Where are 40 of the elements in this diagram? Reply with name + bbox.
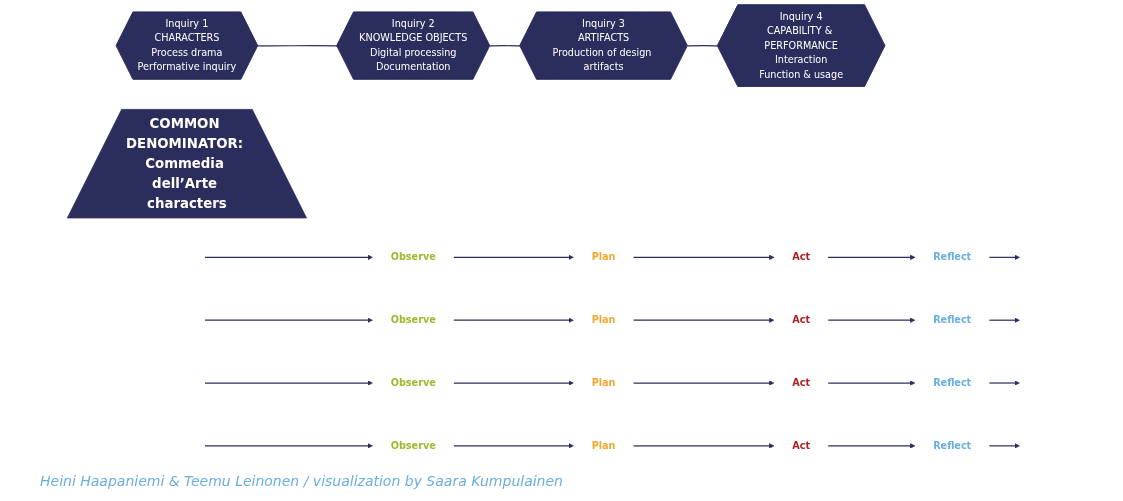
arrow [204,254,373,260]
arrow [827,380,916,386]
node-text: Plan [591,376,616,389]
node-text: Plan [591,251,616,263]
node-text: Plan [591,439,616,452]
node-text: Reflect [933,376,972,389]
arrow [632,380,775,386]
node-text: Observe [390,376,436,389]
node-text: Observe [390,251,436,263]
node-text: Reflect [933,439,972,452]
arrow [827,443,916,449]
arrow [204,380,373,386]
arrow [827,317,916,323]
node-text: Observe [390,314,436,326]
node-text: Plan [591,314,616,326]
arrow [453,443,574,449]
arrow [827,254,916,260]
connector [257,45,338,47]
arrow [632,443,775,449]
node-text: Reflect [933,251,972,263]
connector [489,45,521,47]
connector [686,45,719,47]
node-text: Act [792,251,811,263]
node-text: Observe [390,439,436,452]
arrow [453,317,574,323]
node-text: Act [792,314,811,326]
arrow [988,380,1020,386]
arrow [453,254,574,260]
arrow [988,317,1020,323]
caption: Heini Haapaniemi & Teemu Leinonen / visualization by Saara Kumpulainen [39,472,564,491]
node-text: Act [792,439,811,452]
arrow [453,380,574,386]
arrow [988,254,1020,260]
arrow [204,443,373,449]
arrow [988,443,1020,449]
node-text: Reflect [933,314,972,326]
arrow [632,317,775,323]
arrow [204,317,373,323]
node-text: Act [792,376,811,389]
arrow [632,254,775,260]
